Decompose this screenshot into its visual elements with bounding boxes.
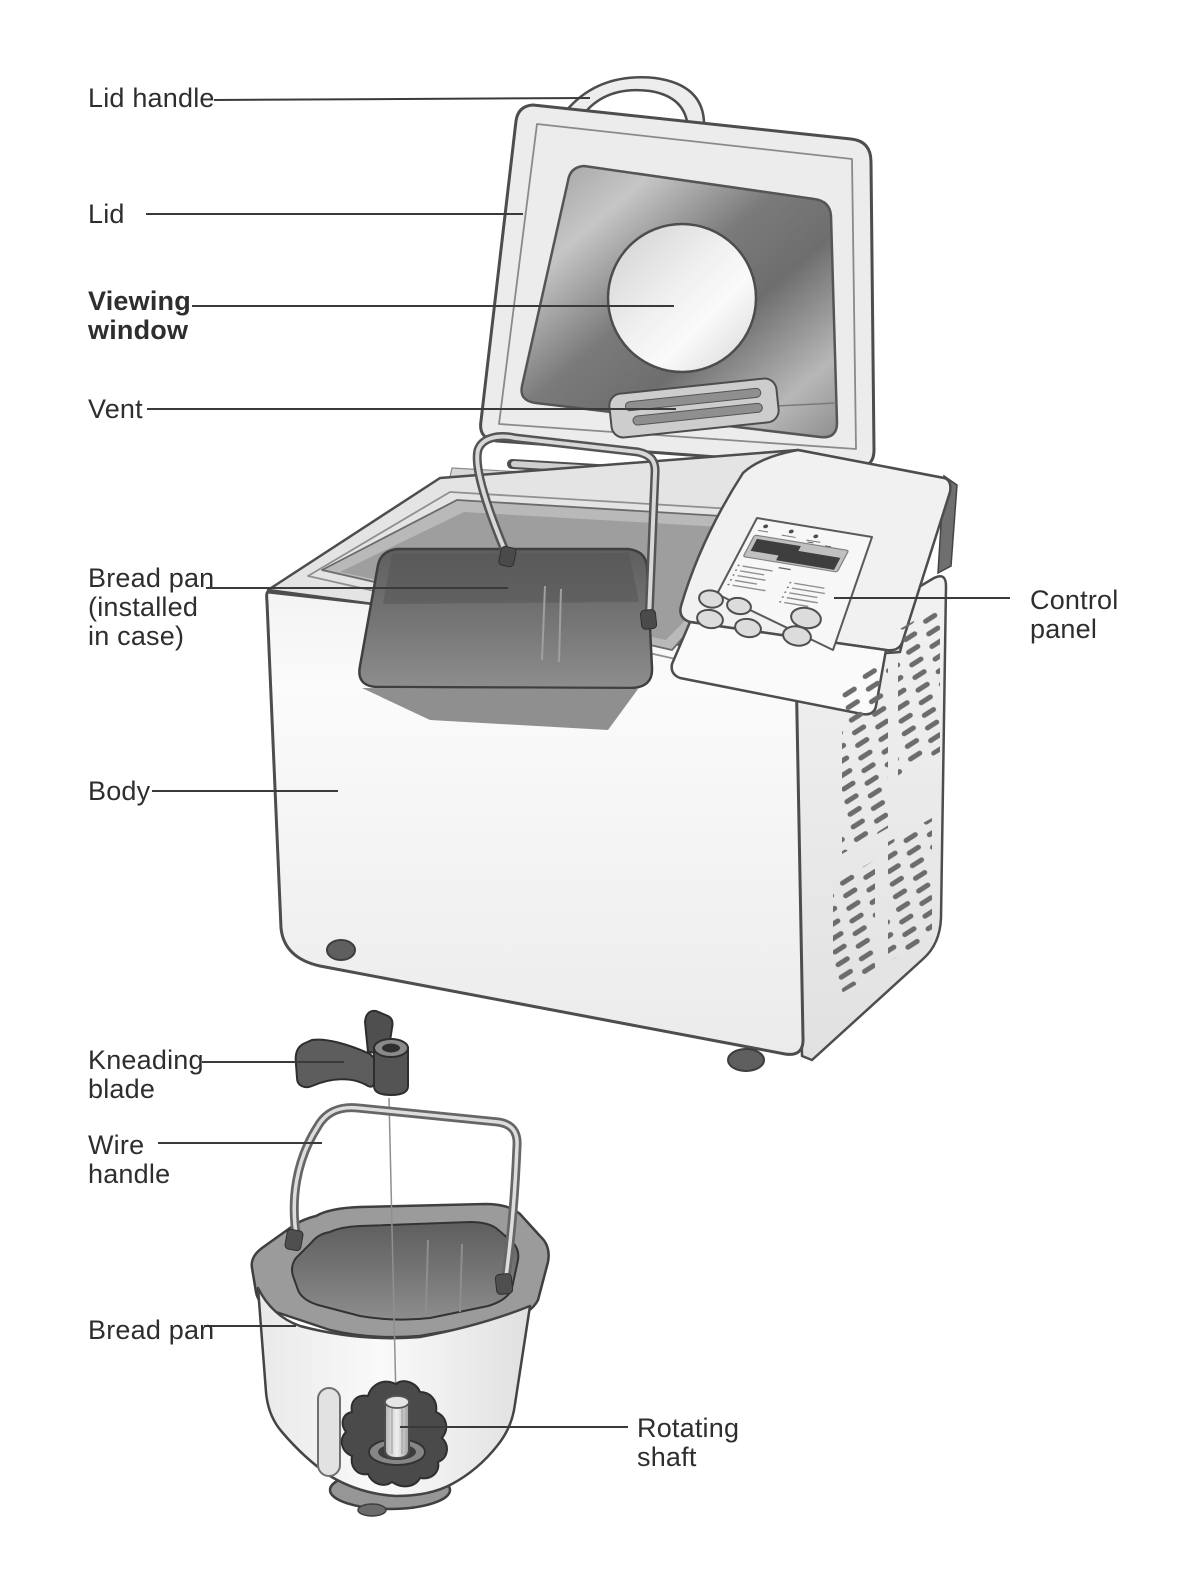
bread-pan-installed (358, 547, 654, 730)
recess-front-shadow (362, 688, 638, 730)
rotating-shaft (384, 1395, 410, 1460)
control-deck (670, 448, 952, 716)
label-kneading-blade: Kneading blade (88, 1045, 204, 1104)
kneading-blade (294, 1009, 409, 1097)
label-viewing-window: Viewing window (88, 286, 191, 345)
label-bread-pan: Bread pan (88, 1315, 215, 1345)
lid-inner-frame (498, 123, 857, 450)
viewing-window (606, 222, 758, 374)
pan-pillar (317, 1387, 341, 1477)
menu-text-right (783, 582, 826, 608)
wire-handle-separate (284, 1103, 522, 1295)
label-lid: Lid (88, 199, 125, 229)
foot-left (326, 939, 356, 961)
pan-interior (291, 1220, 520, 1321)
indicator-lights (763, 524, 819, 539)
lid-vent (608, 377, 780, 439)
blade-wing (294, 1038, 375, 1089)
label-body: Body (88, 776, 151, 806)
leader-lid-handle (213, 97, 591, 101)
bread-pan-separate (250, 1097, 550, 1517)
foot-right (727, 1048, 765, 1072)
blade-hub (373, 1047, 409, 1097)
label-lid-handle: Lid handle (88, 83, 215, 113)
lid (479, 76, 876, 469)
label-vent: Vent (88, 394, 143, 424)
label-control-panel: Control panel (1030, 585, 1119, 644)
label-wire-handle: Wire handle (88, 1130, 171, 1189)
body (265, 432, 958, 1072)
label-bread-pan-installed: Bread pan (installed in case) (88, 563, 215, 651)
control-buttons (696, 589, 822, 647)
alignment-line (388, 1097, 397, 1401)
lcd-display (743, 534, 849, 573)
leader-lines (146, 97, 1010, 1428)
side-vents (833, 606, 940, 998)
feet (326, 939, 765, 1072)
label-rotating-shaft: Rotating shaft (637, 1413, 740, 1472)
menu-text-left (732, 565, 773, 592)
wire-handle-installed (472, 432, 660, 630)
control-panel (716, 517, 873, 651)
